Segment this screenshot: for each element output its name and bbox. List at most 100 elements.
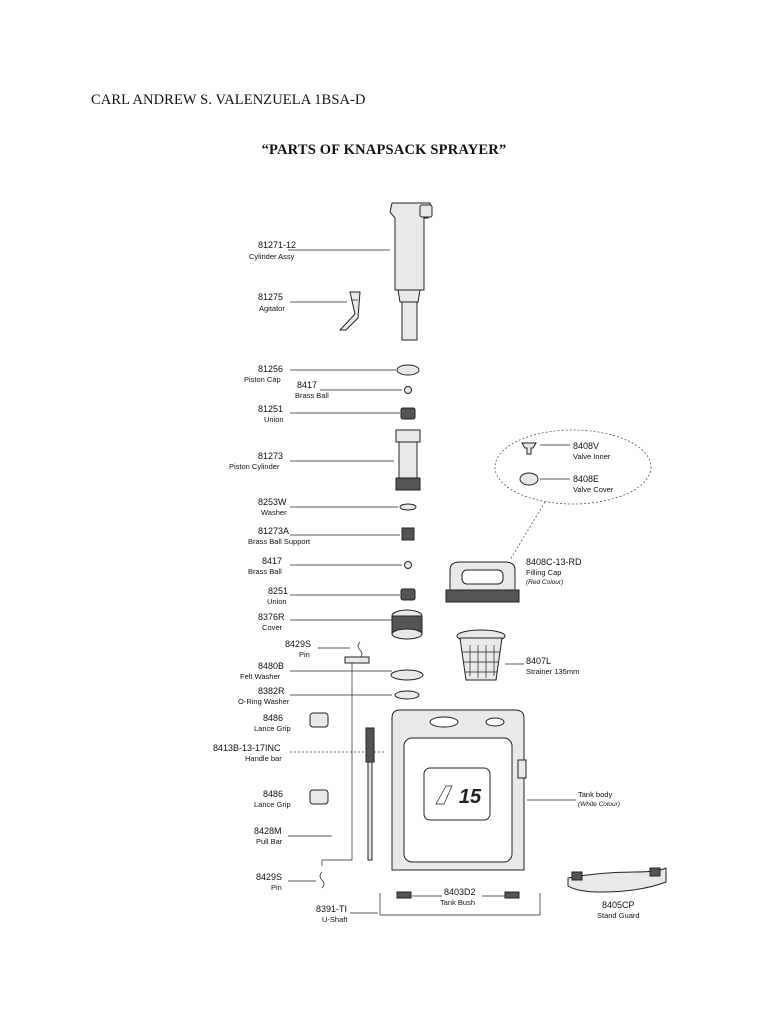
handle-bar-part [365, 727, 375, 861]
agitator-part [338, 291, 361, 331]
svg-text:8376R: 8376R [258, 612, 285, 622]
svg-text:8429S: 8429S [256, 872, 282, 882]
brass-ball-part-2 [404, 561, 412, 569]
svg-text:8403D2: 8403D2 [444, 887, 476, 897]
svg-text:8408V: 8408V [573, 441, 599, 451]
svg-text:8486: 8486 [263, 789, 283, 799]
label-cylinder-assy: 81271-12 Cylinder Assy [249, 240, 390, 261]
author-line: CARL ANDREW S. VALENZUELA 1BSA-D [91, 92, 366, 108]
label-union: 81251 Union [258, 404, 400, 424]
svg-text:(Red Colour): (Red Colour) [526, 579, 563, 586]
tank-logo: 15 [459, 786, 482, 808]
pin-part [357, 641, 363, 659]
valve-inner-part [521, 442, 537, 455]
cover-part [391, 609, 423, 640]
label-stand-guard: 8405CP Stand Guard [597, 900, 640, 920]
label-tank-bush: 8403D2 Tank Bush [412, 887, 505, 907]
label-valve-cover: 8408E Valve Cover [540, 474, 614, 494]
svg-text:Tank body: Tank body [578, 790, 612, 799]
svg-text:8391-TI: 8391-TI [316, 904, 347, 914]
union-part-2 [400, 588, 416, 601]
brass-ball-part [404, 386, 412, 394]
svg-text:Cover: Cover [262, 623, 283, 632]
brass-ball-support-part [401, 527, 415, 541]
svg-text:81273: 81273 [258, 451, 283, 461]
label-cover: 8376R Cover [258, 612, 392, 632]
svg-text:Brass Ball Support: Brass Ball Support [248, 537, 311, 546]
svg-text:8486: 8486 [263, 713, 283, 723]
svg-text:Piston Cap: Piston Cap [244, 375, 281, 384]
tank-body-part [391, 709, 527, 871]
valve-detail-outline [494, 429, 652, 505]
label-pin: 8429S Pin [285, 639, 350, 659]
svg-text:O-Ring Washer: O-Ring Washer [238, 697, 290, 706]
svg-text:Pull Bar: Pull Bar [256, 837, 283, 846]
stand-guard-part [567, 867, 667, 893]
svg-text:Handle bar: Handle bar [245, 754, 282, 763]
svg-text:Union: Union [267, 597, 287, 606]
svg-text:Cylinder Assy: Cylinder Assy [249, 252, 295, 261]
pull-bar-part [321, 660, 353, 866]
label-u-shaft: 8391-TI U-Shaft [316, 904, 378, 924]
label-brass-ball-2: 8417 Brass Ball [248, 556, 402, 576]
svg-text:Piston Cylinder: Piston Cylinder [229, 462, 280, 471]
svg-text:8417: 8417 [262, 556, 282, 566]
label-brass-ball-support: 81273A Brass Ball Support [248, 526, 400, 546]
valve-cover-part [519, 472, 539, 486]
svg-text:8251: 8251 [268, 586, 288, 596]
svg-text:Brass Ball: Brass Ball [248, 567, 282, 576]
label-piston-cap: 81256 Piston Cap [244, 364, 396, 384]
svg-text:81256: 81256 [258, 364, 283, 374]
svg-text:(White Colour): (White Colour) [578, 801, 620, 808]
tank-bush-left [396, 891, 412, 899]
lance-grip-part [309, 712, 329, 728]
svg-text:Agitator: Agitator [259, 304, 285, 313]
svg-text:Union: Union [264, 415, 284, 424]
union-part [400, 407, 416, 420]
piston-cylinder-part [395, 429, 421, 491]
strainer-part [456, 629, 506, 681]
label-washer: 8253W Washer [258, 497, 398, 517]
svg-text:Strainer 135mm: Strainer 135mm [526, 667, 579, 676]
label-valve-inner: 8408V Valve Inner [540, 441, 611, 461]
svg-text:8253W: 8253W [258, 497, 287, 507]
label-pull-bar: 8428M Pull Bar [254, 826, 332, 846]
label-lance-grip-2: 8486 Lance Grip [254, 789, 291, 809]
felt-washer-part [390, 669, 424, 681]
svg-text:Lance Grip: Lance Grip [254, 724, 291, 733]
washer-part [399, 503, 417, 511]
label-piston-cylinder: 81273 Piston Cylinder [229, 451, 394, 471]
svg-text:Valve Inner: Valve Inner [573, 452, 611, 461]
label-strainer: 8407L Strainer 135mm [505, 656, 579, 676]
svg-text:81275: 81275 [258, 292, 283, 302]
label-union-2: 8251 Union [267, 586, 400, 606]
label-o-ring-washer: 8382R O-Ring Washer [238, 686, 392, 706]
tank-bush-right [504, 891, 520, 899]
svg-text:Pin: Pin [271, 883, 282, 892]
svg-text:8382R: 8382R [258, 686, 285, 696]
svg-text:Stand Guard: Stand Guard [597, 911, 640, 920]
svg-text:U-Shaft: U-Shaft [322, 915, 348, 924]
lance-grip-part-2 [309, 789, 329, 805]
document-title: “PARTS OF KNAPSACK SPRAYER” [261, 142, 507, 158]
svg-text:Felt Washer: Felt Washer [240, 672, 281, 681]
svg-text:8405CP: 8405CP [602, 900, 635, 910]
svg-text:81273A: 81273A [258, 526, 289, 536]
svg-text:81251: 81251 [258, 404, 283, 414]
label-agitator: 81275 Agitator [258, 292, 347, 313]
label-pin-2: 8429S Pin [256, 872, 316, 892]
label-handle-bar: 8413B-13-17INC Handle bar [213, 743, 386, 763]
svg-text:Lance Grip: Lance Grip [254, 800, 291, 809]
filling-cap-part [445, 561, 520, 603]
label-lance-grip: 8486 Lance Grip [254, 713, 291, 733]
svg-text:8413B-13-17INC: 8413B-13-17INC [213, 743, 281, 753]
svg-text:Pin: Pin [299, 650, 310, 659]
piston-cap-part [396, 364, 420, 376]
svg-text:81271-12: 81271-12 [258, 240, 296, 250]
label-felt-washer: 8480B Felt Washer [240, 661, 392, 681]
u-shaft-part [379, 893, 541, 916]
o-ring-washer-part [394, 690, 420, 700]
label-tank-body: Tank body (White Colour) [527, 790, 620, 808]
svg-text:8408C-13-RD: 8408C-13-RD [526, 557, 582, 567]
